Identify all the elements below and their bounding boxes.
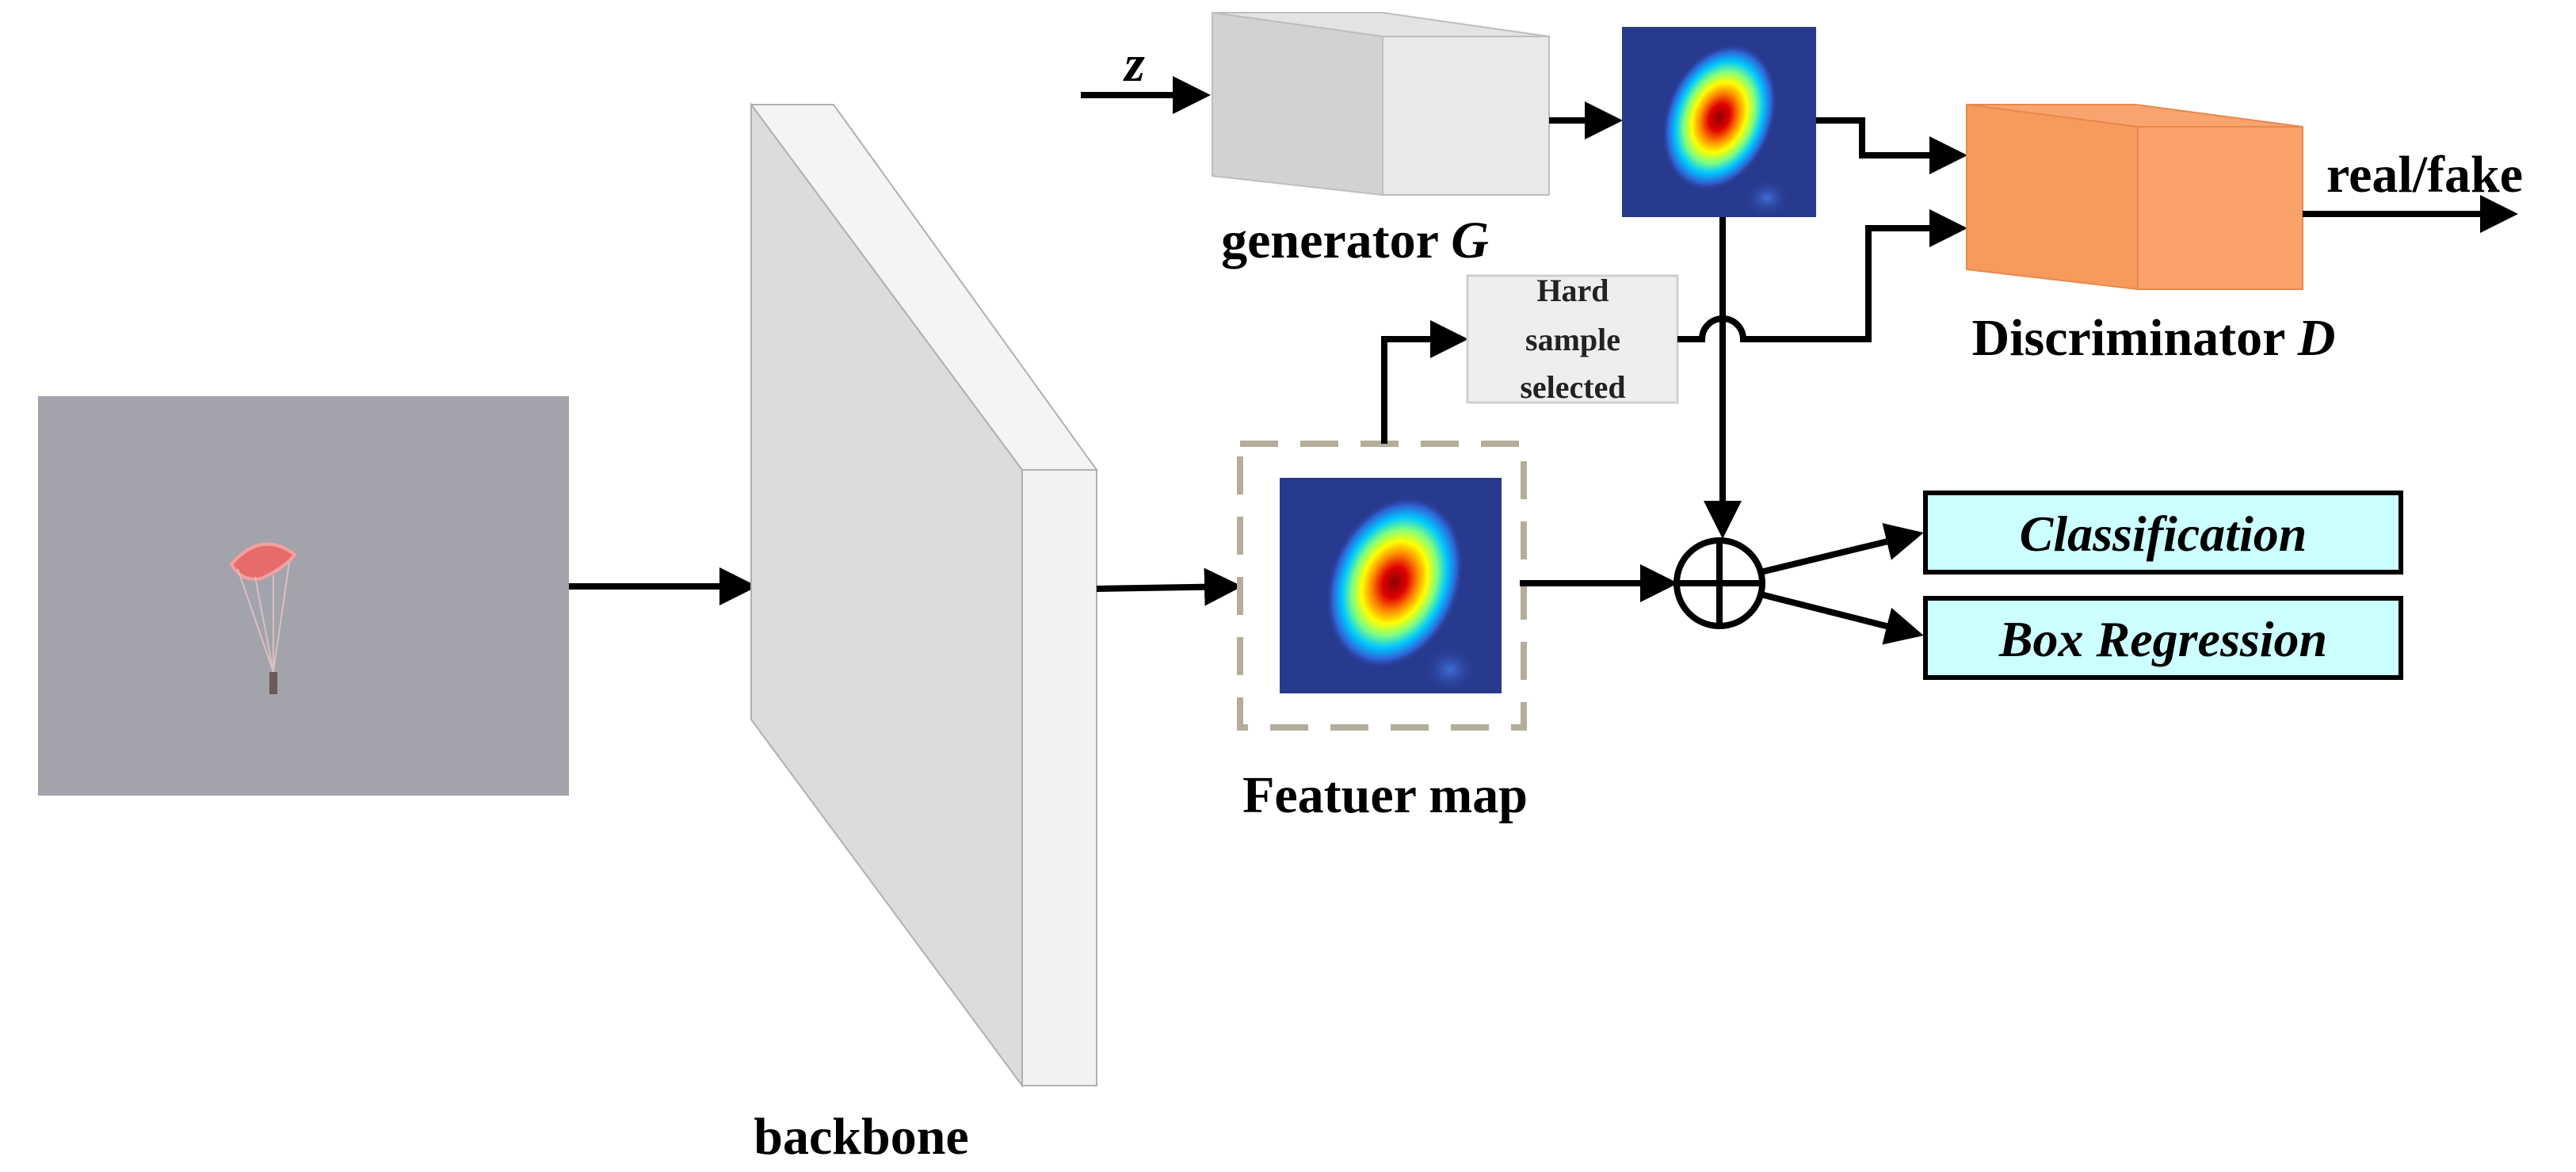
arrow-sum-to-classification bbox=[1760, 523, 1924, 575]
box-regression-label: Box Regression bbox=[1998, 611, 2327, 667]
discriminator-block bbox=[1966, 103, 2303, 291]
classification-box: Classification bbox=[1923, 491, 2403, 575]
backbone-block bbox=[750, 101, 1098, 1089]
feature-heatmap bbox=[1280, 478, 1502, 693]
circle-plus-icon bbox=[1673, 537, 1765, 629]
hard-sample-line-2: sample bbox=[1525, 322, 1620, 357]
hard-sample-line-1: Hard bbox=[1536, 273, 1609, 308]
generated-heatmap bbox=[1622, 27, 1816, 217]
arrow-feature-to-hard-sample bbox=[1381, 320, 1468, 444]
real-fake-label: real/fake bbox=[2326, 146, 2523, 204]
feature-map-label: Featuer map bbox=[1242, 766, 1528, 824]
hard-sample-box: Hard sample selected bbox=[1466, 273, 1679, 405]
arrow-hard-sample-to-discriminator bbox=[1677, 209, 1967, 342]
arrow-backbone-to-feature bbox=[1096, 567, 1242, 606]
generator-block bbox=[1212, 11, 1550, 197]
z-label: z bbox=[1123, 35, 1145, 93]
input-image bbox=[38, 396, 569, 796]
hard-sample-line-3: selected bbox=[1520, 369, 1625, 405]
generator-symbol: G bbox=[1451, 212, 1489, 269]
discriminator-label: Discriminator D bbox=[1972, 309, 2336, 367]
box-regression-box: Box Regression bbox=[1923, 596, 2403, 680]
backbone-label: backbone bbox=[754, 1108, 968, 1166]
generator-label-text: generator bbox=[1221, 212, 1438, 269]
arrow-heatmap-to-discriminator bbox=[1816, 117, 1967, 174]
classification-label: Classification bbox=[2020, 506, 2307, 562]
parachute-icon bbox=[229, 542, 297, 694]
discriminator-label-text: Discriminator bbox=[1972, 309, 2285, 367]
arrow-sum-to-box-regression bbox=[1760, 591, 1924, 645]
discriminator-symbol: D bbox=[2297, 309, 2336, 367]
generator-label: generator G bbox=[1221, 212, 1489, 269]
